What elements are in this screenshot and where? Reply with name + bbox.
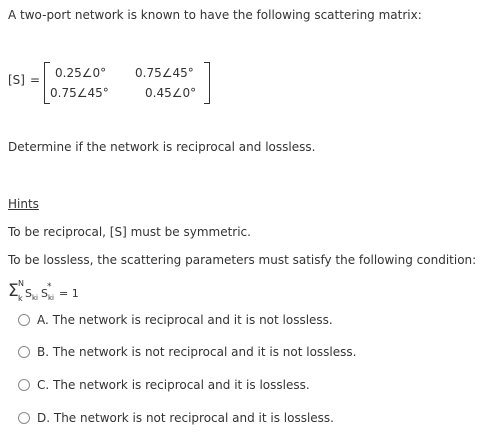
option-d[interactable]: D. The network is not reciprocal and it …	[18, 409, 334, 427]
hints-heading: Hints	[8, 197, 39, 211]
question-text: Determine if the network is reciprocal a…	[8, 140, 316, 154]
left-bracket	[44, 62, 50, 104]
option-b-label[interactable]: B. The network is not reciprocal and it …	[37, 345, 357, 359]
s-term: S	[25, 287, 32, 300]
matrix-label: [S]	[8, 73, 25, 87]
s-term-subscript: ki	[32, 294, 38, 302]
matrix-cell-s21: 0.75∠45°	[50, 86, 109, 100]
radio-button-a[interactable]	[18, 314, 30, 326]
matrix-cell-s12: 0.75∠45°	[135, 66, 194, 80]
s-conjugate-subscript: ki	[48, 294, 54, 302]
s-conjugate-term: S	[41, 287, 48, 300]
hint-lossless: To be lossless, the scattering parameter…	[8, 253, 477, 267]
question-intro: A two-port network is known to have the …	[8, 8, 422, 22]
radio-button-b[interactable]	[18, 346, 30, 358]
right-bracket	[204, 62, 210, 104]
hint-reciprocal: To be reciprocal, [S] must be symmetric.	[8, 225, 251, 239]
sum-symbol: Σ	[8, 281, 19, 301]
radio-button-d[interactable]	[18, 412, 30, 424]
option-b[interactable]: B. The network is not reciprocal and it …	[18, 343, 356, 361]
option-a-label[interactable]: A. The network is reciprocal and it is n…	[37, 313, 333, 327]
option-c[interactable]: C. The network is reciprocal and it is l…	[18, 376, 310, 394]
sum-upper-limit: N	[18, 279, 24, 288]
radio-button-c[interactable]	[18, 379, 30, 391]
conjugate-star: *	[47, 282, 52, 292]
condition-rhs: = 1	[59, 287, 79, 300]
sum-lower-index: k	[18, 294, 23, 303]
option-a[interactable]: A. The network is reciprocal and it is n…	[18, 311, 333, 329]
option-d-label[interactable]: D. The network is not reciprocal and it …	[37, 411, 334, 425]
matrix-cell-s22: 0.45∠0°	[145, 86, 197, 100]
matrix-equals: =	[30, 73, 41, 87]
matrix-cell-s11: 0.25∠0°	[55, 66, 107, 80]
option-c-label[interactable]: C. The network is reciprocal and it is l…	[37, 378, 310, 392]
